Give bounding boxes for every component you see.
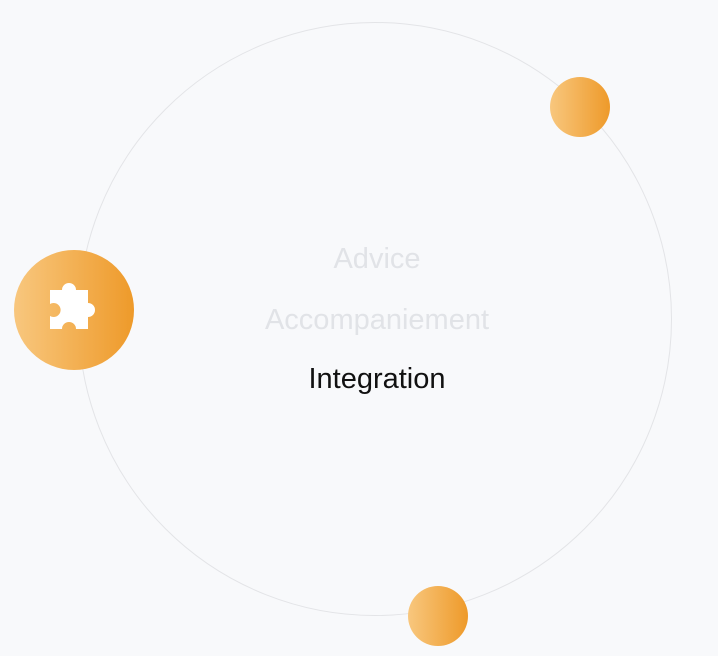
carousel-label-advice[interactable]: Advice [333,243,421,275]
orbit-node-integration-active[interactable] [14,250,134,370]
orbit-node-advice[interactable] [550,77,610,137]
carousel-label-integration[interactable]: Integration [308,363,446,395]
puzzle-piece-icon [50,283,95,329]
carousel-label-accompaniement[interactable]: Accompaniement [264,304,490,336]
orbit-node-accompaniement[interactable] [408,586,468,646]
